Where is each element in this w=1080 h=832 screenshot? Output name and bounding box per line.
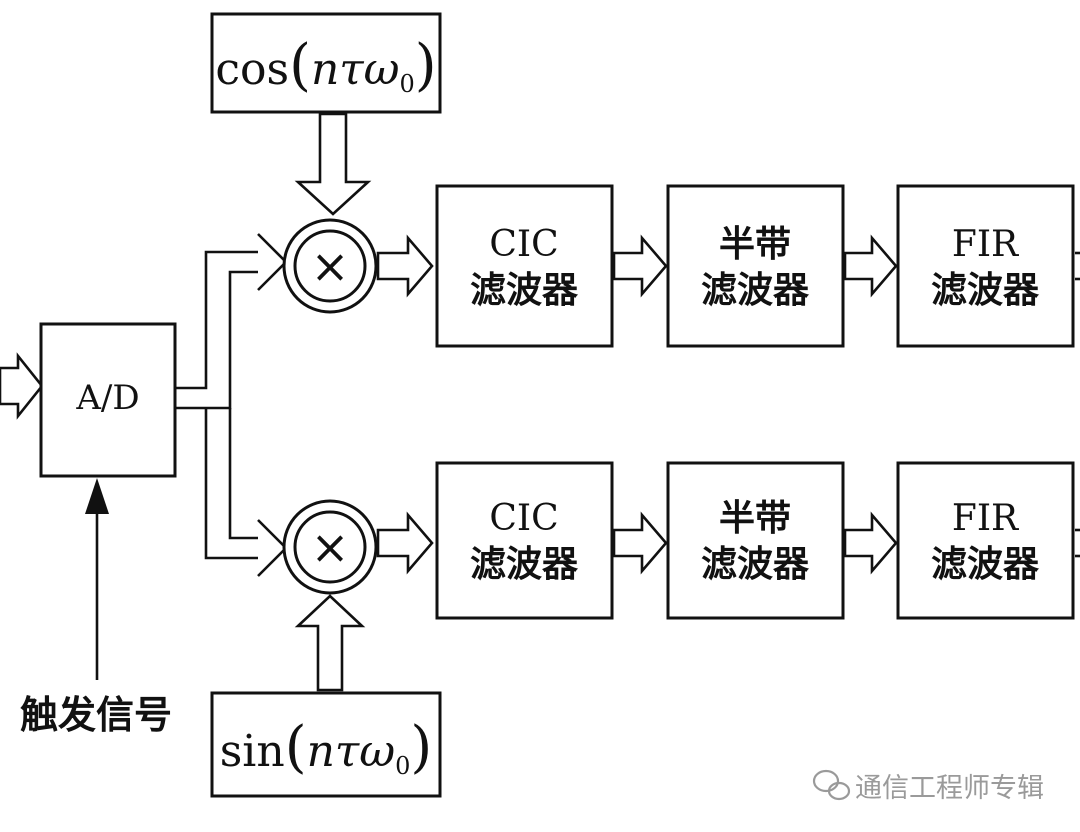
wechat-icon [812,769,851,801]
bottom-cic-filter-box [435,461,614,620]
ad-converter-box [39,322,177,478]
bottom-fir-filter-label: 滤波器 [931,544,1040,585]
bottom-cic-filter-label: 滤波器 [470,544,579,585]
top-halfband-label: 半带 [719,224,791,265]
bottom-fir-label: FIR [952,498,1019,539]
bottom-halfband-filter-label: 滤波器 [701,544,810,585]
trigger-label: 触发信号 [20,693,172,737]
bottom-halfband-to-fir-arrow [843,511,898,575]
top-fir-filter-label: 滤波器 [931,270,1040,311]
top-halfband-to-fir-arrow [843,234,898,298]
watermark-text: 通信工程师专辑 [855,773,1044,804]
top-cic-to-halfband-arrow [612,234,668,298]
top-mixer-to-cic-arrow [376,234,434,298]
sin-oscillator-box [210,691,442,798]
cos-oscillator-box [210,12,442,114]
bottom-mixer-to-cic-arrow [376,511,434,575]
bottom-cic-to-halfband-arrow [612,511,668,575]
watermark: 通信工程师专辑 [812,769,1044,804]
top-cic-filter-label: 滤波器 [470,270,579,311]
bottom-fir-filter-box [896,461,1075,620]
bottom-cic-label: CIC [489,498,558,539]
top-cic-filter-box [435,184,614,348]
mixer-top: × [282,218,378,314]
sin-arrow [294,594,366,692]
bottom-halfband-filter-box [666,461,845,620]
top-cic-label: CIC [489,224,558,265]
top-halfband-filter-box [666,184,845,348]
cos-label: cos(nτω0) [215,33,436,98]
bottom-halfband-label: 半带 [719,498,791,539]
input-arrow [0,352,44,420]
top-fir-filter-box [896,184,1075,348]
mixer-bottom: × [282,499,378,595]
ad-label: A/D [75,378,139,418]
sin-label: sin(nτω0) [220,715,433,780]
top-halfband-filter-label: 滤波器 [701,270,810,311]
svg-text:×: × [311,239,350,293]
top-fir-label: FIR [952,224,1019,265]
trigger-arrowhead [85,478,109,514]
cos-arrow [294,112,372,216]
svg-text:×: × [311,520,350,574]
ad-output-bus [175,233,288,577]
